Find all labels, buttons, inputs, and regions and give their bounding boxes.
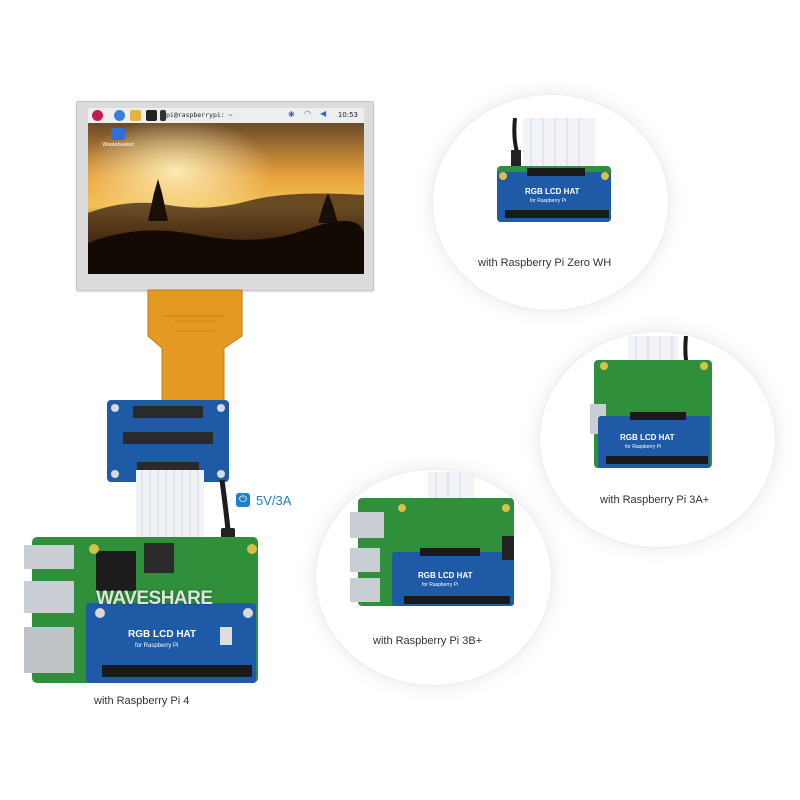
wastebasket-label: Wastebasket [102,142,134,148]
browser-icon [114,110,125,121]
caption-pi-3b: with Raspberry Pi 3B+ [373,635,483,647]
hat-title-3a: RGB LCD HAT [620,433,675,442]
terminal-icon [146,110,157,121]
power-spec-label: 5V/3A [256,493,292,508]
pi-zero-assembly [497,118,611,222]
wifi-icon: ◠ [304,109,311,118]
hat-subtitle-3a: for Raspberry Pi [625,444,662,450]
raspberry-pi-4-board [24,537,258,683]
hat-subtitle-zero: for Raspberry Pi [530,198,567,204]
terminal-window-title: pi@raspberrypi: ~ [166,111,233,119]
desktop-wallpaper [88,123,364,274]
waveshare-watermark: WAVESHARE [96,588,213,609]
caption-pi-zero: with Raspberry Pi Zero WH [478,257,612,269]
desktop-wastebasket: Wastebasket [98,128,138,148]
caption-pi-3a: with Raspberry Pi 3A+ [600,494,710,506]
caption-pi4: with Raspberry Pi 4 [94,695,190,707]
terminal-window-icon [160,110,166,121]
power-icon: ⏻ [236,493,250,507]
hat-subtitle-3b: for Raspberry Pi [422,582,459,588]
wastebasket-icon [111,128,125,140]
volume-icon: ◀ [320,109,327,118]
pi-3b-assembly [350,472,514,606]
taskbar-clock: 10:53 [337,111,358,119]
hat-subtitle-pi4: for Raspberry Pi [135,643,179,649]
hat-title-pi4: RGB LCD HAT [128,629,197,640]
desktop-taskbar: pi@raspberrypi: ~ ✱ ◠ ◀ 10:53 [88,108,364,124]
folder-icon [130,110,141,121]
bluetooth-icon: ✱ [288,110,295,119]
lcd-flex-cable [147,289,243,407]
raspberry-menu-icon [92,110,103,121]
lcd-screen: pi@raspberrypi: ~ ✱ ◠ ◀ 10:53 [88,108,364,274]
hat-title-zero: RGB LCD HAT [525,187,580,196]
pi-3a-assembly [590,336,712,468]
hat-title-3b: RGB LCD HAT [418,571,473,580]
